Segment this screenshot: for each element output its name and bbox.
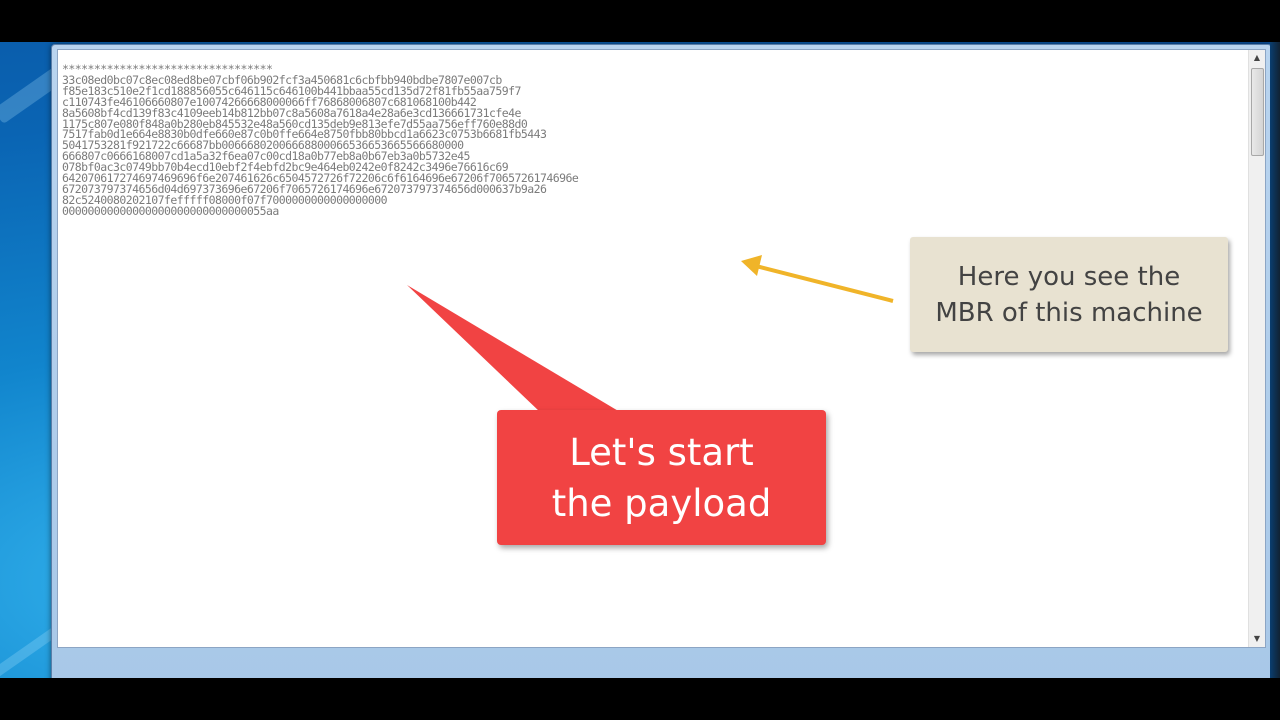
editor-line: 5041753281f921722c66687bb006668020066688… bbox=[62, 138, 464, 153]
editor-line: ********************************* bbox=[62, 64, 273, 76]
editor-line: 8a5608bf4cd139f83c4109eeb14b812bb07c8a56… bbox=[62, 105, 521, 120]
editor-line: 672073797374656d04d697373696e67206f70657… bbox=[62, 181, 547, 196]
action-callout-line-2: the payload bbox=[551, 481, 772, 525]
scroll-down-icon[interactable]: ▼ bbox=[1253, 634, 1261, 643]
editor-line: 642070617274697469696f6e207461626c650457… bbox=[62, 171, 579, 186]
action-callout: Let's start the payload bbox=[497, 410, 826, 545]
info-callout-line-1: Here you see the bbox=[957, 261, 1181, 292]
scroll-up-icon[interactable]: ▲ bbox=[1253, 53, 1261, 62]
vertical-scrollbar[interactable]: ▲ ▼ bbox=[1248, 50, 1265, 647]
action-callout-line-1: Let's start bbox=[569, 430, 754, 474]
editor-line: f85e183c510e2f1cd188856055c646115c646100… bbox=[62, 83, 521, 98]
editor-line: c110743fe46106660807e10074266668000066ff… bbox=[62, 94, 477, 109]
editor-line: 1175c807e080f848a0b280eb845532e48a560cd1… bbox=[62, 116, 528, 131]
info-callout: Here you see the MBR of this machine bbox=[910, 237, 1228, 352]
info-callout-line-2: MBR of this machine bbox=[935, 297, 1203, 328]
editor-text[interactable]: *********************************33c08ed… bbox=[62, 64, 1242, 644]
editor-line: 078bf0ac3c0749bb70b4ecd10ebf2f4ebfd2bc9e… bbox=[62, 160, 509, 175]
scrollbar-thumb[interactable] bbox=[1251, 68, 1264, 156]
editor-line: 00000000000000000000000000000055aa bbox=[62, 203, 279, 218]
editor-line: 666807c0666168007cd1a5a32f6ea07c00cd18a0… bbox=[62, 149, 470, 164]
desktop-background: *********************************33c08ed… bbox=[0, 42, 1280, 678]
screen-edge bbox=[1270, 42, 1280, 678]
editor-line: 82c5240080202107fefffff08000f07f70000000… bbox=[62, 192, 388, 207]
notepad-window: *********************************33c08ed… bbox=[51, 44, 1272, 678]
editor-line: 33c08ed0bc07c8ec08ed8be07cbf06b902fcf3a4… bbox=[62, 72, 502, 87]
editor-line: 7517fab0d1e664e8830b0dfe660e87c0b0ffe664… bbox=[62, 127, 547, 142]
